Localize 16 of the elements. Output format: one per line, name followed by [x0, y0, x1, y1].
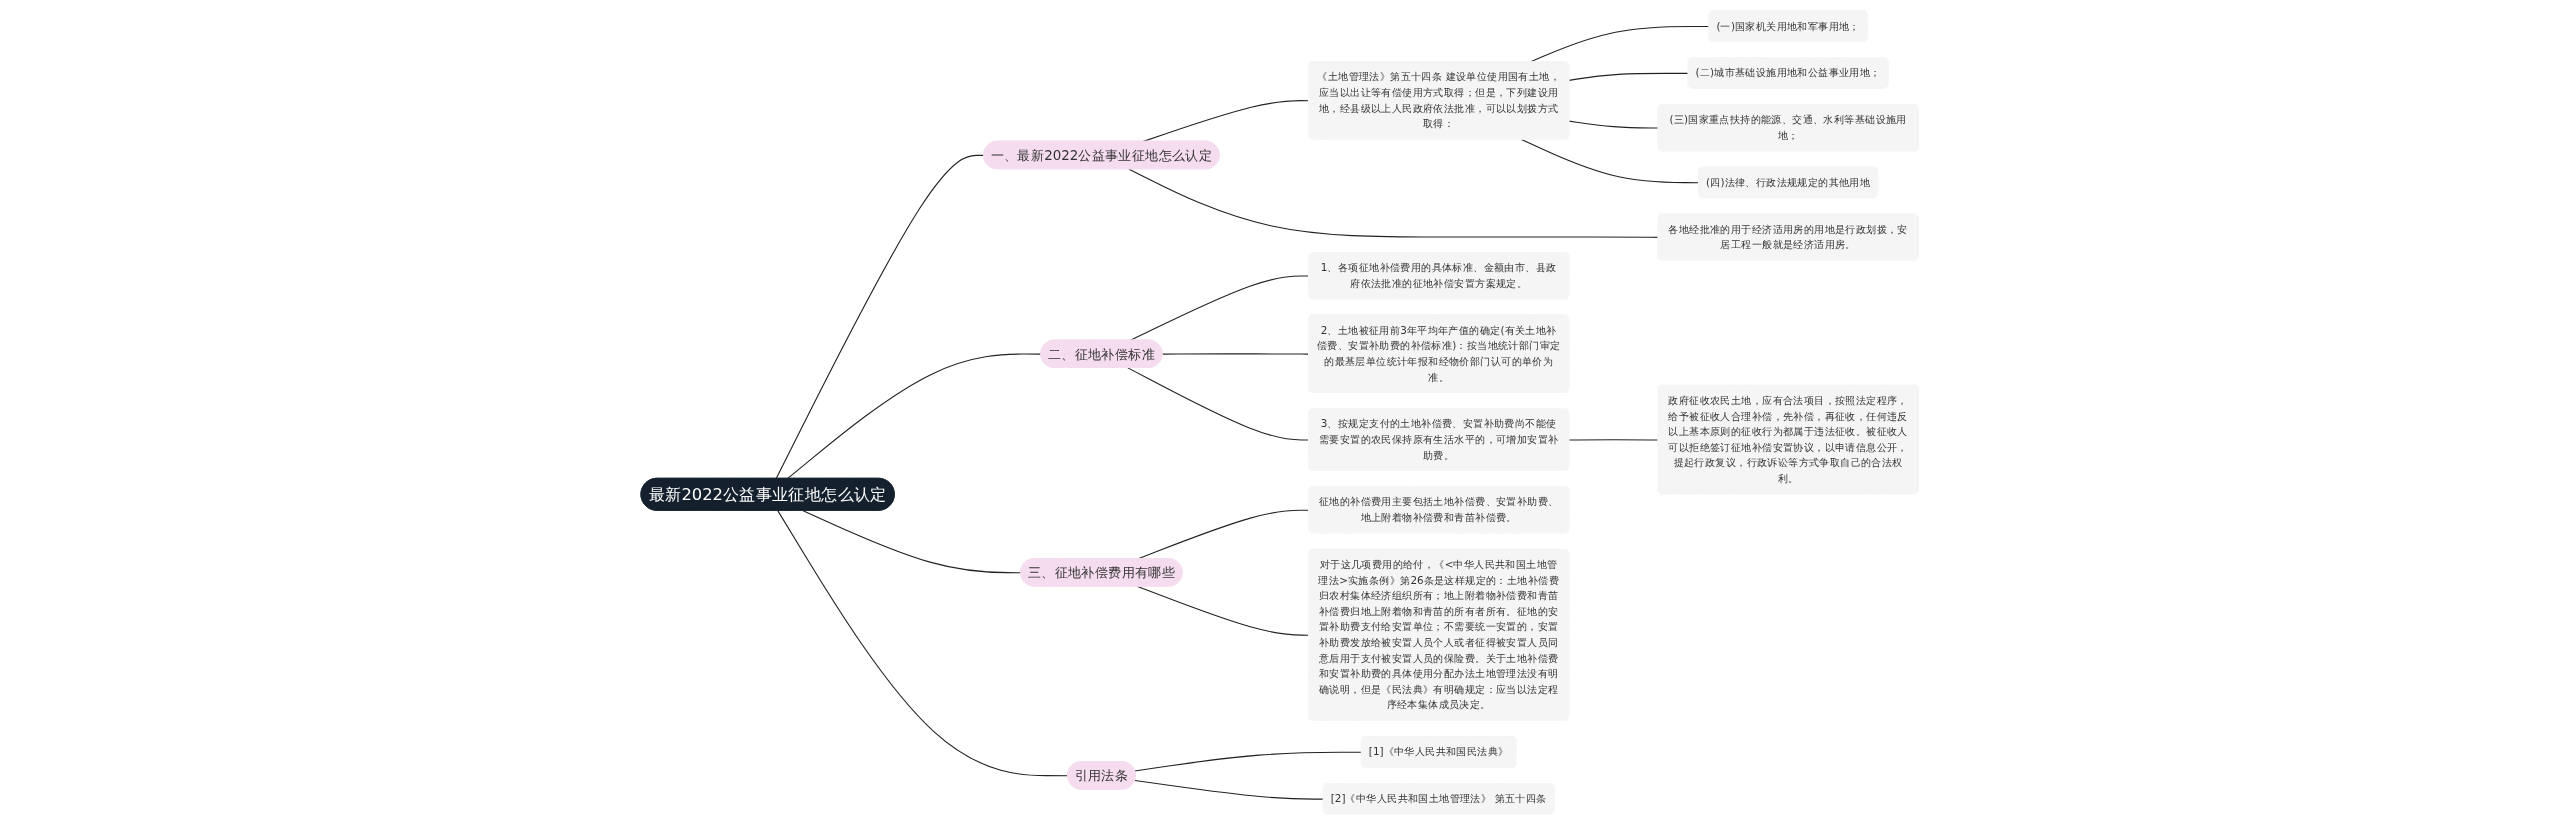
connector — [1521, 138, 1700, 184]
connector — [777, 510, 1069, 777]
connector — [1569, 72, 1690, 81]
connector — [1137, 585, 1310, 636]
connector — [1127, 367, 1310, 441]
mind-map: 最新2022公益事业征地怎么认定 一、最新2022公益事业征地怎么认定 《土地管理法》第五十四条 建设单位使用国有土地，应当以出让等有偿使用方式取得；但是，下列建设用地，经县级以上人民政府依法批准，可以以划拨方式取得： (一)国家机关用地和军事用地； (二)城市基础设施用地和公益事业用地； (三)国家重点扶持的能源、交通、水利等基础设施用地； (四)法律、行政法规规定的其他用地 各地经批准的用于经济适用房的用地是行政划拨，安居工程一般就是经济适用房。 二、征地补偿标准 1、各项征地补偿费用的具体标准、金额由市、县政府依法批准的征地补偿安置方案规定。 2、土地被征用前3年平均年产值的确定(有关土地补偿费、安置补助费的补偿标准)：按当地统计部门审定的最基层单位统计年报和经物价部门认可的单价为准。 3、按规定支付的土地补偿费、安置补助费尚不能使需要安置的农民保持原有生活水平的，可增加安置补助费。 政府征收农民土地，应有合法项目，按照法定程序，给予被征收人合理补偿，先补偿，再征收，任何违反以上基本原则的征收行为都属于违法征收。被征收人可以拒绝签订征地补偿安置协议，以申请信息公开，提起行政复议，行政诉讼等方式争取自己的合法权利。 三、征地补偿费用有哪些 征地的补偿费用主要包括土地补偿费、安置补助费、地上附着物补偿费和青苗补偿费。 对于这几项费用的给付，《<中华人民共和国土地管理法>实施条例》第26条是这样规定的：土地补偿费归农村集体经济组织所有；地上附着物补偿费和青苗补偿费归地上附着物和青苗的所有者所有。征地的安置补助费支付给安置单位；不需要统一安置的，安置补助费发放给被安置人员个人或者征得被安置人员同意后用于支付被安置人员的保险费。关于土地补偿费和安置补助费的具体使用分配办法土地管理法没有明确说明，但是《民法典》有明确规定：应当以法定程序经本集体成员决定。 引用法条 [1]《中华人民共和国民法典》 [2]《中华人民共和国土地管理法》 第五十四条 — [635, 5, 1925, 820]
connector — [1569, 120, 1660, 129]
connector — [1134, 779, 1325, 800]
connector — [1128, 168, 1660, 238]
connector — [1142, 100, 1310, 143]
connector — [1162, 353, 1310, 355]
connector — [1569, 439, 1660, 441]
connector — [1134, 751, 1363, 772]
connector — [802, 510, 1022, 574]
connector — [775, 154, 985, 480]
connector — [787, 353, 1043, 480]
